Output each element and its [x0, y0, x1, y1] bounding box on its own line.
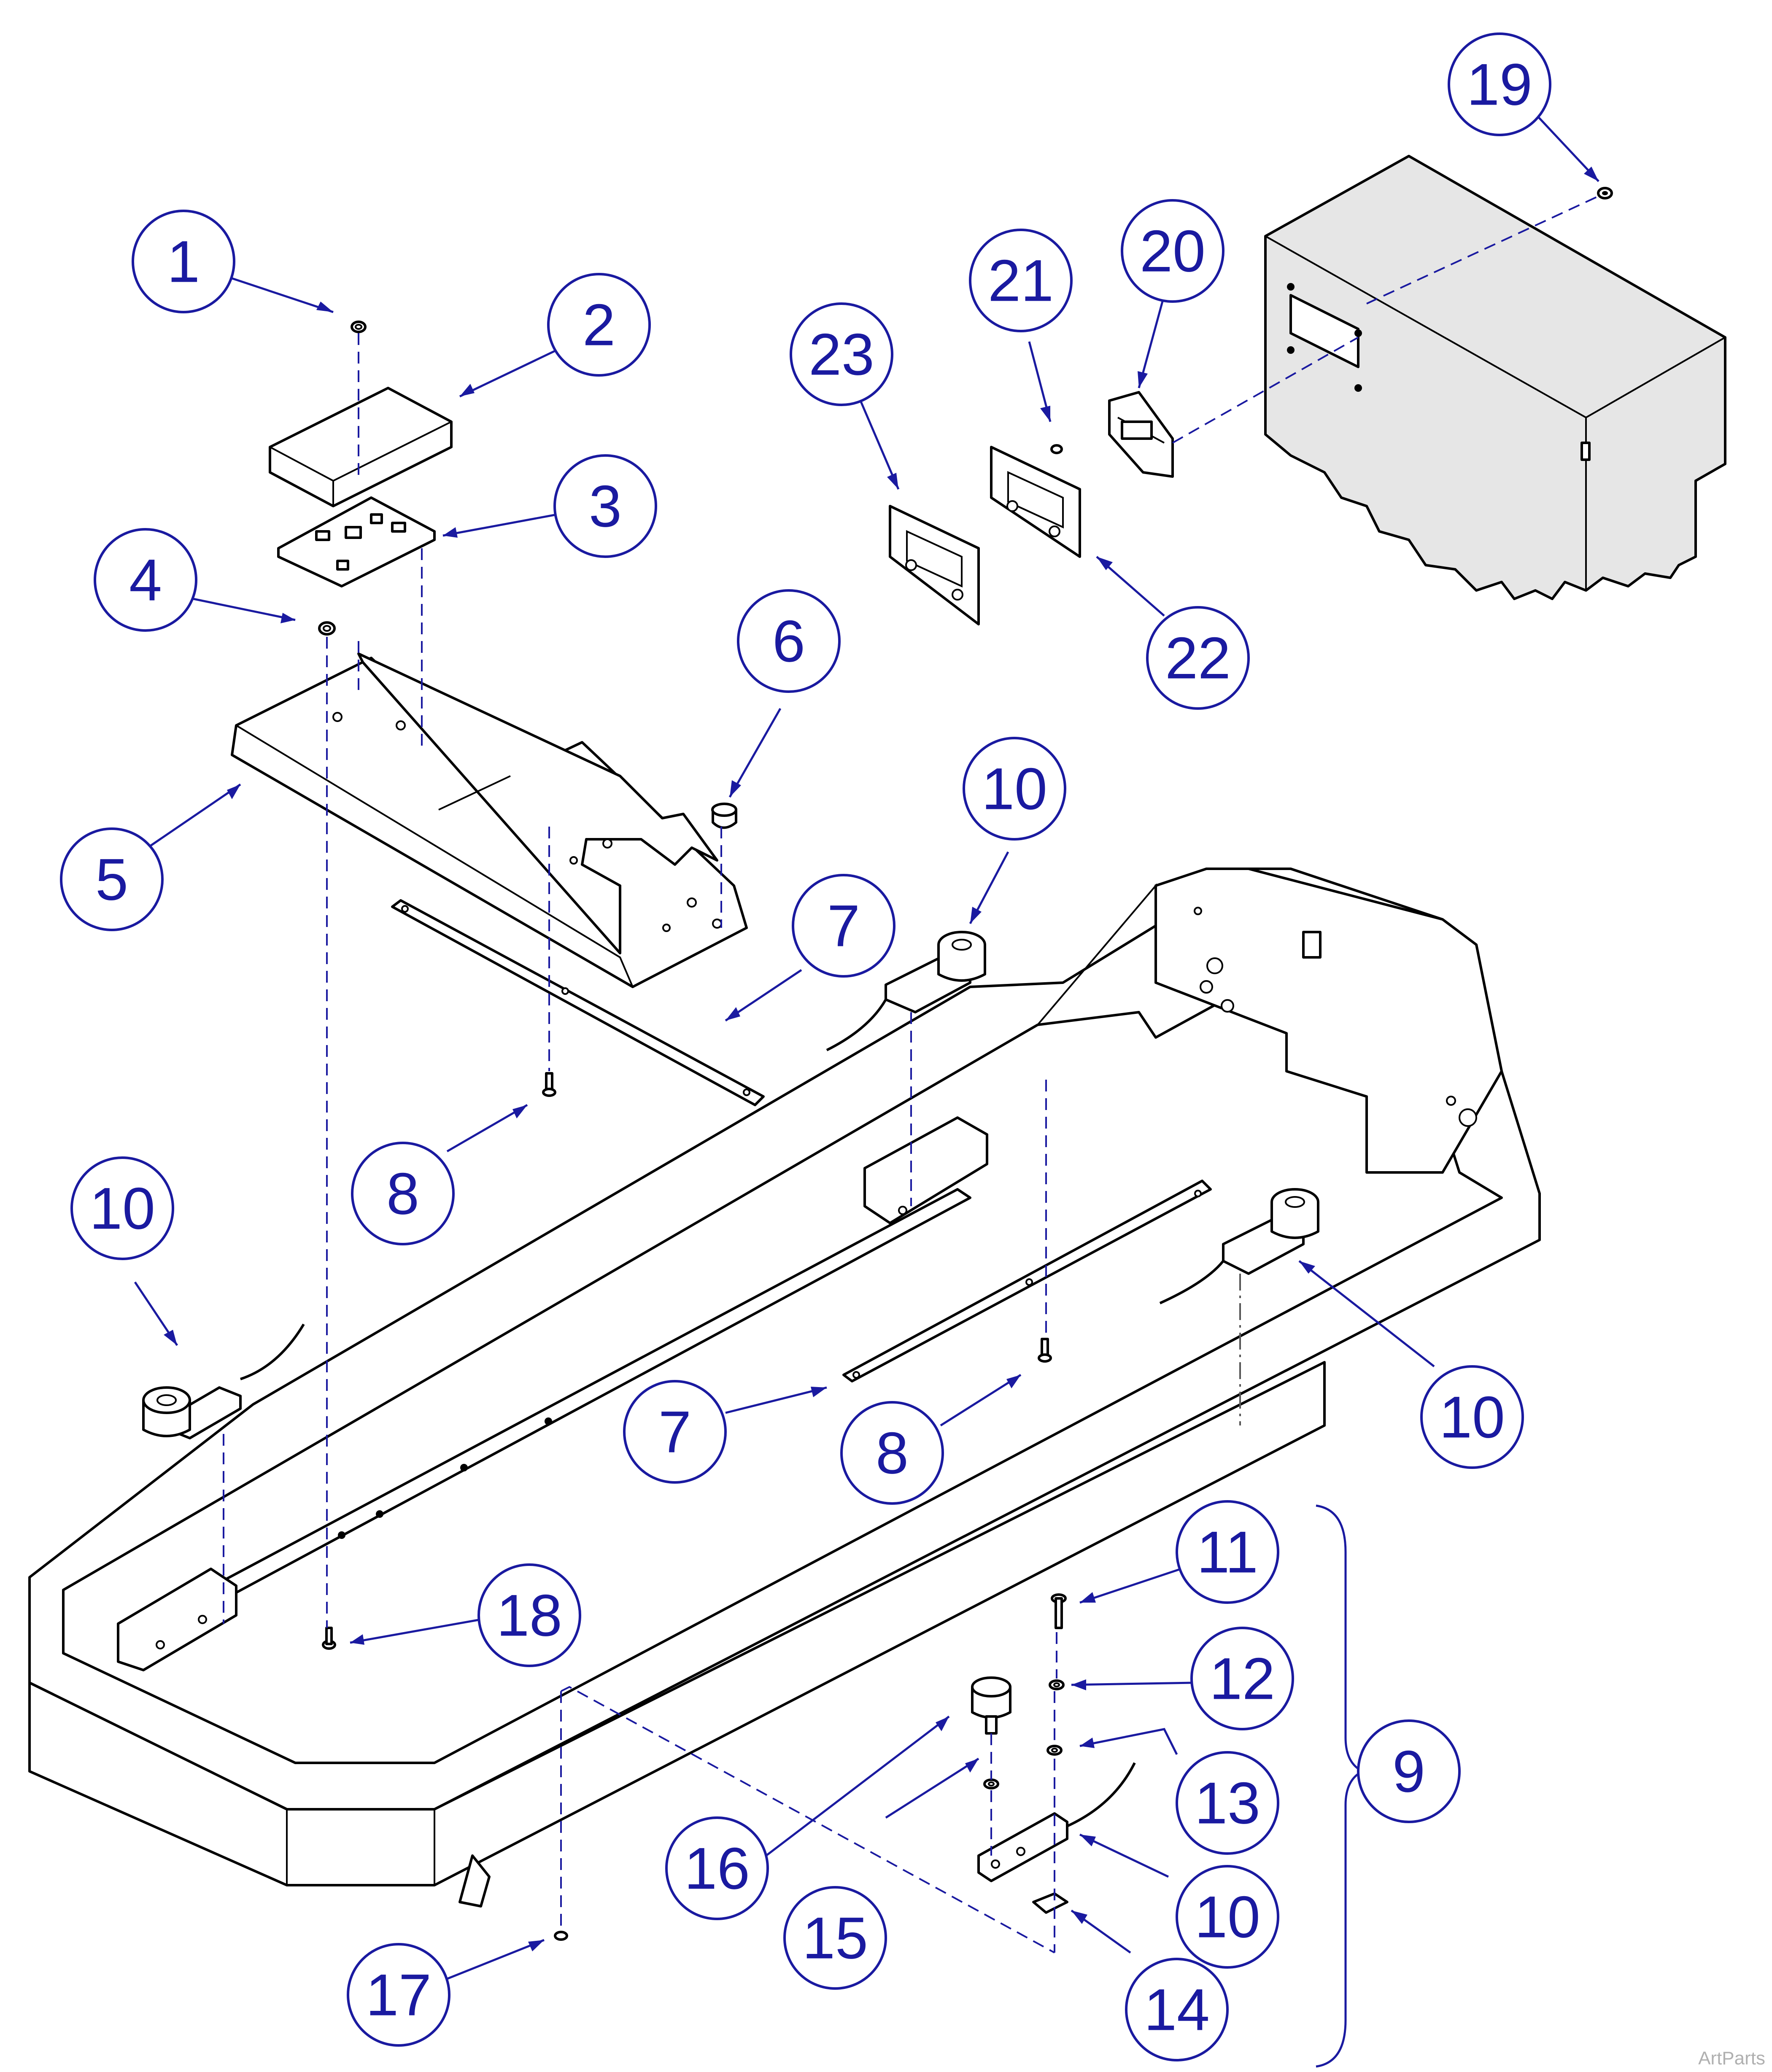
part-23-overlay — [889, 505, 980, 625]
svg-text:9: 9 — [1392, 1738, 1425, 1805]
callout-14: 14 — [1125, 1958, 1229, 2061]
cover-housing — [1264, 155, 1726, 600]
svg-text:10: 10 — [1439, 1384, 1505, 1450]
part-8-screw-upper — [542, 1072, 556, 1097]
svg-text:7: 7 — [658, 1399, 691, 1465]
svg-text:8: 8 — [876, 1420, 909, 1486]
part-19-nut — [1597, 187, 1613, 199]
callout-10a: 10 — [963, 737, 1066, 841]
callout-10d: 10 — [1176, 1865, 1279, 1969]
part-11-bolt — [1051, 1593, 1067, 1629]
svg-text:2: 2 — [583, 292, 615, 358]
part-18-screw — [322, 1627, 336, 1650]
part-12-washer — [1049, 1679, 1065, 1690]
kit-bracket — [1316, 1504, 1365, 2068]
svg-text:8: 8 — [386, 1161, 419, 1227]
svg-text:19: 19 — [1467, 51, 1532, 118]
part-10-load-cell-right — [1159, 1188, 1319, 1304]
part-15-washer — [983, 1778, 999, 1789]
callout-18: 18 — [477, 1563, 581, 1667]
part-10-load-cell-upper — [826, 931, 986, 1051]
callout-16: 16 — [665, 1816, 769, 1920]
part-10-load-cell-left — [142, 1323, 305, 1439]
part-4-grommet — [318, 621, 336, 636]
callout-22: 22 — [1146, 606, 1250, 710]
part-22-gasket — [990, 446, 1081, 558]
svg-text:14: 14 — [1144, 1977, 1210, 2043]
callout-12: 12 — [1190, 1627, 1294, 1730]
callout-19: 19 — [1448, 32, 1551, 136]
svg-text:4: 4 — [129, 547, 162, 613]
svg-text:5: 5 — [95, 846, 128, 913]
part-2-board-cover — [269, 387, 453, 507]
svg-text:22: 22 — [1165, 625, 1231, 691]
svg-text:12: 12 — [1209, 1646, 1275, 1712]
svg-text:16: 16 — [684, 1835, 750, 1902]
mounting-pan — [231, 652, 748, 988]
svg-text:10: 10 — [982, 756, 1047, 822]
callout-21: 21 — [969, 229, 1073, 332]
callout-2: 2 — [547, 273, 651, 377]
callout-20: 20 — [1121, 199, 1224, 303]
callout-7b: 7 — [623, 1380, 727, 1484]
svg-text:3: 3 — [589, 473, 622, 539]
part-1-grommet — [351, 321, 367, 333]
svg-text:6: 6 — [772, 608, 805, 674]
callout-7a: 7 — [792, 874, 895, 978]
callout-8b: 8 — [840, 1401, 944, 1505]
assembly-lines — [223, 195, 1599, 1953]
leader-lines — [134, 113, 1599, 1983]
svg-text:11: 11 — [1197, 1519, 1258, 1585]
part-10-load-cell-kit — [977, 1762, 1136, 1882]
svg-text:21: 21 — [988, 248, 1054, 314]
callout-9: 9 — [1357, 1719, 1461, 1823]
svg-text:15: 15 — [802, 1905, 868, 1971]
part-14-plate — [1032, 1892, 1068, 1914]
callout-5: 5 — [60, 827, 164, 931]
svg-text:13: 13 — [1195, 1770, 1260, 1836]
callout-11: 11 — [1176, 1500, 1279, 1604]
part-13-washer — [1046, 1745, 1063, 1756]
svg-text:10: 10 — [89, 1175, 155, 1242]
base-frame — [28, 868, 1541, 1908]
part-6-bumper — [711, 803, 737, 829]
part-16-foot — [971, 1676, 1011, 1735]
part-3-circuit-board — [277, 496, 436, 587]
callout-6: 6 — [737, 589, 841, 693]
watermark-label: ArtParts — [1698, 2048, 1765, 2069]
callout-15: 15 — [783, 1886, 887, 1990]
callouts: 1 2 3 4 5 6 7 8 10 10 10 7 8 9 10 11 12 … — [60, 32, 1551, 2061]
part-21-nut — [1050, 444, 1063, 454]
callout-10c: 10 — [1420, 1365, 1524, 1469]
svg-text:1: 1 — [167, 229, 200, 295]
part-17-screw — [554, 1931, 568, 1941]
callout-4: 4 — [94, 528, 197, 632]
callout-10b: 10 — [70, 1156, 174, 1260]
svg-text:10: 10 — [1195, 1884, 1260, 1950]
svg-text:20: 20 — [1140, 218, 1206, 284]
callout-3: 3 — [553, 454, 657, 558]
callout-23: 23 — [790, 302, 893, 406]
callout-1: 1 — [132, 210, 235, 313]
callout-13: 13 — [1176, 1751, 1279, 1855]
svg-text:23: 23 — [809, 321, 874, 388]
part-8-screw-lower — [1038, 1338, 1052, 1363]
part-20-display-module — [1108, 391, 1174, 478]
svg-text:17: 17 — [366, 1962, 432, 2028]
svg-text:7: 7 — [827, 893, 860, 959]
part-7-rail-lower — [842, 1180, 1212, 1382]
callout-8a: 8 — [351, 1142, 455, 1245]
callout-17: 17 — [347, 1943, 450, 2047]
svg-text:18: 18 — [496, 1582, 562, 1649]
part-7-rail-upper — [391, 899, 765, 1106]
